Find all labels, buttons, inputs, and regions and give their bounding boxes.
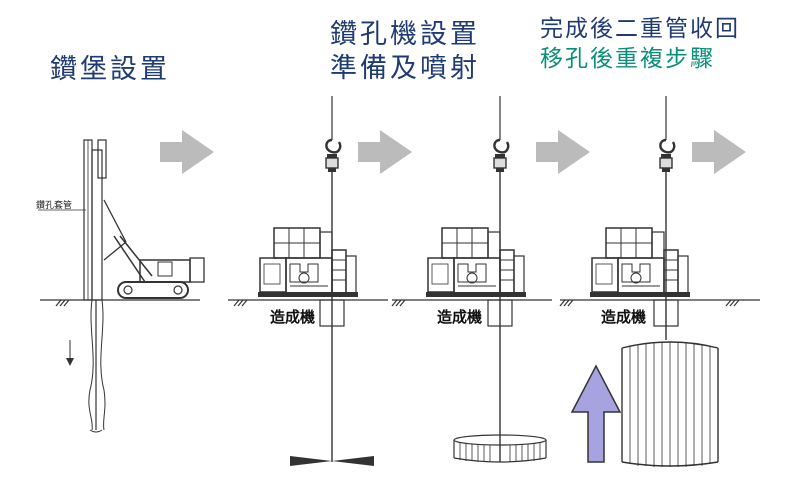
panel4-drawing [559, 96, 760, 467]
step2-title-line2: 準備及噴射 [330, 53, 480, 84]
step3-title-line2: 移孔後重複步驟 [540, 46, 715, 72]
machine-label-2: 造成機 [437, 308, 483, 326]
step2-title-line1: 鑽孔機設置 [330, 19, 480, 50]
step1-title: 鑽堡設置 [50, 53, 170, 87]
panel3-drawing [391, 96, 574, 463]
machine-label-3: 造成機 [601, 308, 647, 326]
arrow-3 [536, 130, 590, 174]
casing-label: 鑽孔套管 [36, 201, 73, 211]
up-arrow [570, 364, 622, 463]
panel4-column [621, 341, 719, 467]
panel3-column [453, 434, 547, 463]
panel1-drawing [38, 139, 205, 433]
arrow-4 [692, 130, 746, 174]
step2-title: 鑽孔機設置 準備及噴射 [330, 18, 480, 86]
step3-title-line1: 完成後二重管收回 [540, 16, 740, 42]
arrow-1 [160, 130, 214, 174]
step1-title-line1: 鑽堡設置 [50, 54, 170, 85]
machine-label-1: 造成機 [270, 308, 316, 326]
arrow-2 [358, 130, 412, 174]
panel2-drawing [227, 96, 406, 466]
step3-title: 完成後二重管收回 移孔後重複步驟 [540, 14, 740, 74]
